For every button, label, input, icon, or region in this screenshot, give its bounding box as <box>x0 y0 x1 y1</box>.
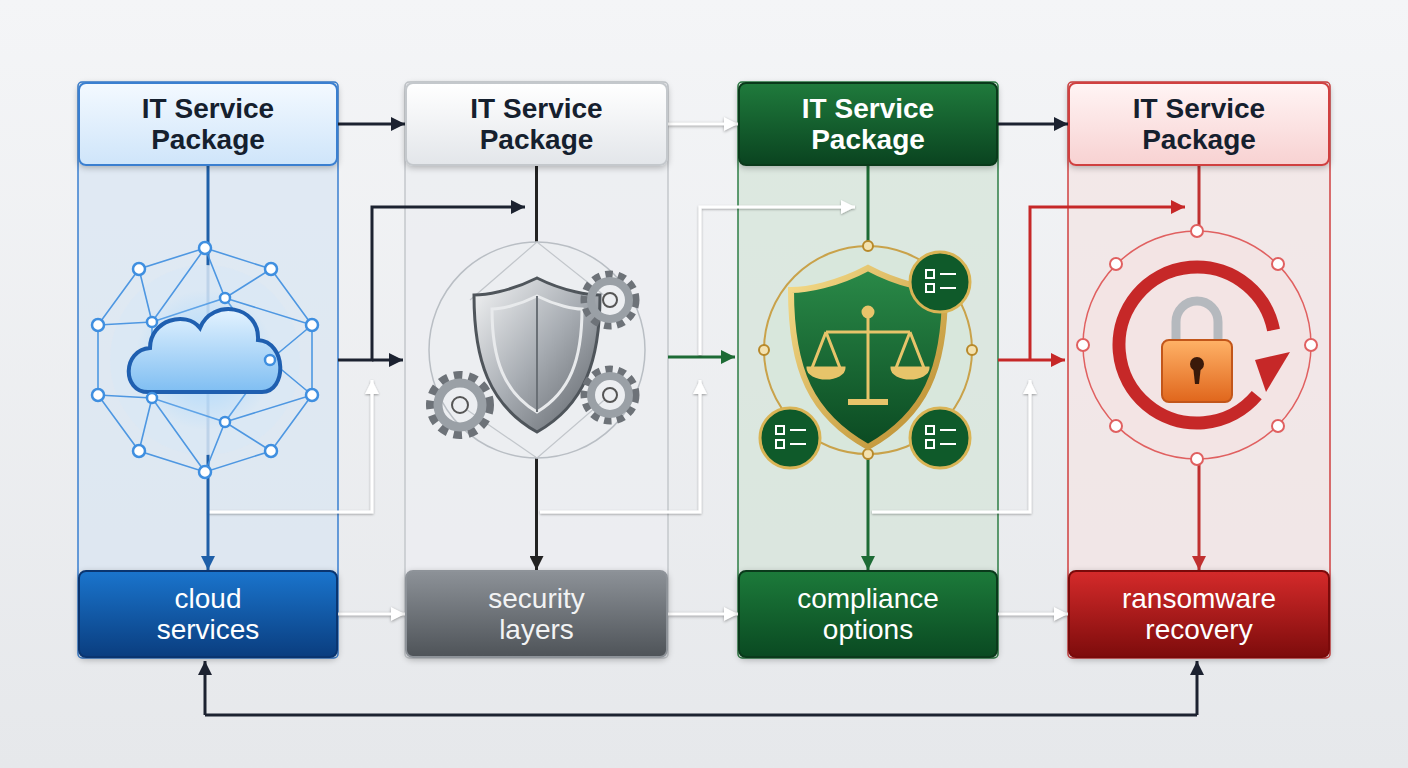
node-label: IT Service Package <box>121 93 296 156</box>
package-header: IT Service Package <box>1068 82 1330 166</box>
cloud-network-icon <box>92 242 318 478</box>
flow-arrow <box>998 613 1068 616</box>
service-box: security layers <box>405 570 668 658</box>
checklist-badge <box>760 252 970 468</box>
flow-arrow <box>998 123 1068 126</box>
cross-links <box>208 207 1185 512</box>
node-label: ransomware recovery <box>1112 583 1287 646</box>
recovery-lock-icon <box>1077 225 1317 465</box>
node-label: IT Service Package <box>1112 93 1287 156</box>
bus-arrow <box>867 661 870 715</box>
flow-arrow <box>338 123 405 126</box>
bus-arrow <box>204 661 207 715</box>
service-box: compliance options <box>738 570 998 658</box>
bus-arrow <box>1196 661 1199 715</box>
column-panel <box>78 82 338 658</box>
node-label: security layers <box>449 583 624 646</box>
node-label: cloud services <box>121 583 296 646</box>
flow-arrow <box>338 613 405 616</box>
link-arrow <box>668 356 735 359</box>
flow-arrow <box>668 123 738 126</box>
bus-arrow <box>536 661 539 715</box>
node-label: IT Service Package <box>449 93 624 156</box>
node-label: IT Service Package <box>781 93 956 156</box>
flow-arrow <box>668 613 738 616</box>
link-arrow <box>372 359 403 362</box>
column-panel <box>405 82 668 658</box>
feedback-bus <box>205 661 1197 715</box>
column-panel <box>738 82 998 658</box>
bus-line <box>205 714 1197 717</box>
column-panel <box>1068 82 1330 658</box>
security-shield-icon <box>429 242 645 458</box>
compliance-shield-icon <box>759 241 977 468</box>
package-header: IT Service Package <box>738 82 998 166</box>
service-box: ransomware recovery <box>1068 570 1330 658</box>
package-header: IT Service Package <box>78 82 338 166</box>
package-header: IT Service Package <box>405 82 668 166</box>
service-box: cloud services <box>78 570 338 658</box>
flow-arrow <box>867 166 870 570</box>
column-panels <box>78 82 1330 658</box>
node-label: compliance options <box>781 583 956 646</box>
